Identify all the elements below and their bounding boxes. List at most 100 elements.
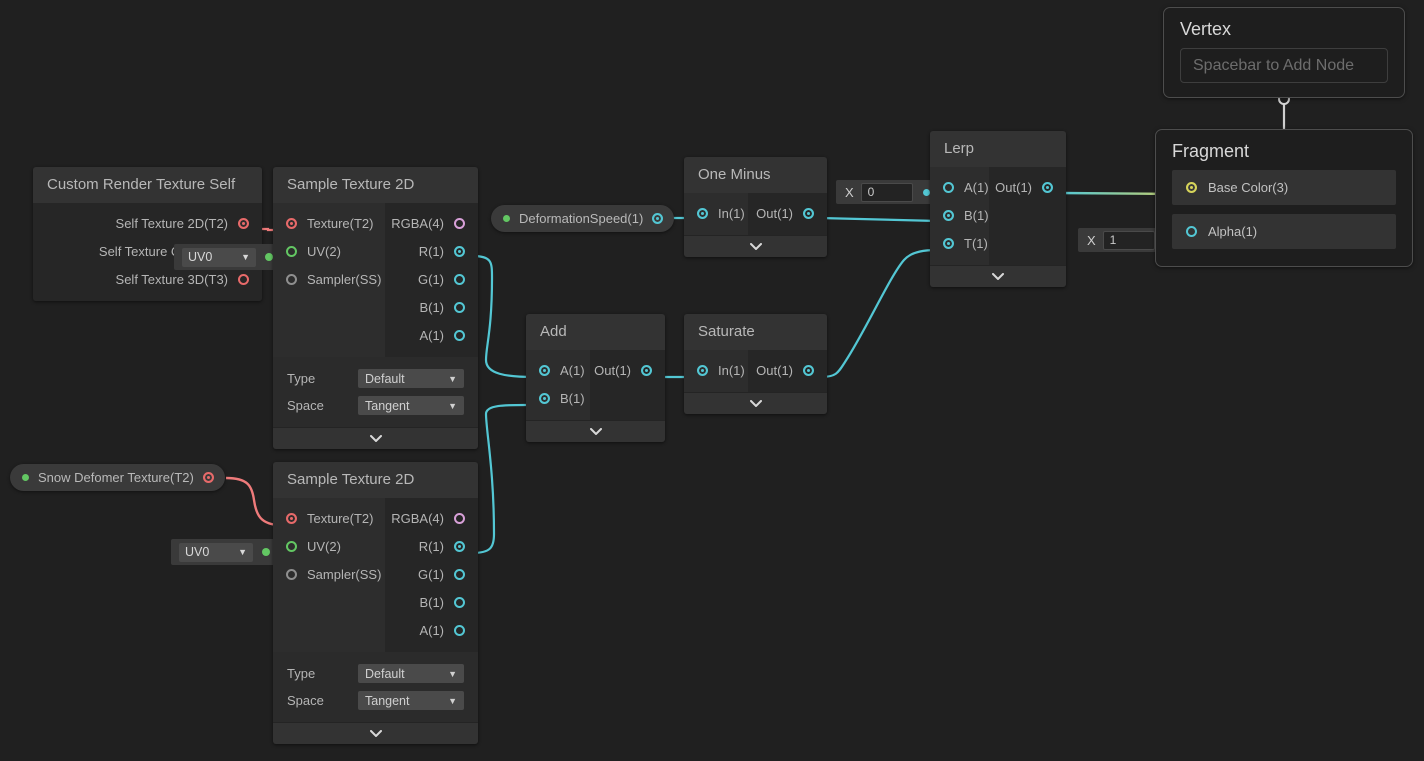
port-slot-a[interactable] — [539, 364, 550, 376]
node-one-minus[interactable]: One Minus In(1) Out(1) — [684, 157, 827, 257]
setting-row-space[interactable]: Space Tangent ▼ — [273, 687, 478, 714]
port-row-b[interactable]: B(1) — [385, 588, 478, 616]
port-slot-sampler[interactable] — [286, 568, 297, 580]
port-slot-sampler[interactable] — [286, 273, 297, 285]
vertex-add-node-hint[interactable]: Spacebar to Add Node — [1180, 48, 1388, 83]
port-slot-texture[interactable] — [286, 217, 297, 229]
port-slot-b[interactable] — [943, 209, 954, 221]
block-alpha[interactable]: Alpha(1) — [1172, 214, 1396, 249]
property-node-snow-deformer-texture[interactable]: Snow Defomer Texture(T2) — [10, 464, 225, 491]
port-slot-t[interactable] — [943, 237, 954, 249]
port-row-b[interactable]: B(1) — [385, 293, 478, 321]
port-row-in[interactable]: In(1) — [684, 199, 748, 227]
port-row-b[interactable]: B(1) — [930, 201, 989, 229]
port-slot-g[interactable] — [454, 568, 465, 580]
uv-channel-dropdown-bottom[interactable]: UV0 ▼ — [179, 542, 253, 562]
setting-dropdown-type[interactable]: Default ▼ — [358, 369, 464, 388]
port-slot-r[interactable] — [454, 245, 465, 257]
uv-output-dot-top[interactable] — [265, 253, 273, 261]
node-collapse-toggle[interactable] — [684, 392, 827, 414]
port-row-a[interactable]: A(1) — [385, 616, 478, 644]
port-slot-texture[interactable] — [286, 512, 297, 524]
node-collapse-toggle[interactable] — [526, 420, 665, 442]
port-row-texture[interactable]: Texture(T2) — [273, 504, 385, 532]
setting-dropdown-space[interactable]: Tangent ▼ — [358, 691, 464, 710]
port-slot-self-texture-2d[interactable] — [238, 217, 249, 229]
port-row-a[interactable]: A(1) — [526, 356, 590, 384]
port-row-uv[interactable]: UV(2) — [273, 532, 385, 560]
port-row-out[interactable]: Out(1) — [590, 356, 665, 384]
port-slot-in[interactable] — [697, 364, 708, 376]
port-slot-rgba[interactable] — [454, 217, 465, 229]
port-row-out[interactable]: Out(1) — [989, 173, 1066, 201]
port-slot-out[interactable] — [641, 364, 652, 376]
port-row-uv[interactable]: UV(2) — [273, 237, 385, 265]
setting-row-space[interactable]: Space Tangent ▼ — [273, 392, 478, 419]
setting-dropdown-space[interactable]: Tangent ▼ — [358, 396, 464, 415]
node-add[interactable]: Add A(1) B(1) Out(1) — [526, 314, 665, 442]
port-slot-out[interactable] — [803, 364, 814, 376]
uv-channel-dropdown-top[interactable]: UV0 ▼ — [182, 247, 256, 267]
port-row-b[interactable]: B(1) — [526, 384, 590, 412]
property-output-slot[interactable] — [202, 472, 214, 483]
port-slot-rgba[interactable] — [454, 512, 465, 524]
port-slot-uv[interactable] — [286, 245, 297, 257]
port-slot-out[interactable] — [1042, 181, 1053, 193]
port-slot-b[interactable] — [454, 301, 465, 313]
setting-dropdown-type[interactable]: Default ▼ — [358, 664, 464, 683]
property-node-deformation-speed[interactable]: DeformationSpeed(1) — [491, 205, 675, 232]
port-row-sampler[interactable]: Sampler(SS) — [273, 560, 385, 588]
block-base-color[interactable]: Base Color(3) — [1172, 170, 1396, 205]
port-slot-a[interactable] — [454, 329, 465, 341]
port-slot-a[interactable] — [454, 624, 465, 636]
uv-channel-dropdown-top-container[interactable]: UV0 ▼ — [174, 244, 281, 270]
port-row-out[interactable]: Out(1) — [748, 356, 827, 384]
port-row-g[interactable]: G(1) — [385, 265, 478, 293]
port-row-rgba[interactable]: RGBA(4) — [385, 504, 478, 532]
port-slot-out[interactable] — [803, 207, 814, 219]
node-sample-texture-2d-top[interactable]: Sample Texture 2D Texture(T2) UV(2) Samp… — [273, 167, 478, 449]
inline-output-dot[interactable] — [922, 188, 930, 196]
port-slot-uv[interactable] — [286, 540, 297, 552]
node-collapse-toggle[interactable] — [684, 235, 827, 257]
port-row-sampler[interactable]: Sampler(SS) — [273, 265, 385, 293]
port-slot-base-color[interactable] — [1186, 182, 1197, 193]
port-row-a[interactable]: A(1) — [385, 321, 478, 349]
port-row-r[interactable]: R(1) — [385, 532, 478, 560]
port-row-t[interactable]: T(1) — [930, 229, 989, 257]
node-collapse-toggle[interactable] — [273, 722, 478, 744]
port-row-rgba[interactable]: RGBA(4) — [385, 209, 478, 237]
port-slot-b[interactable] — [539, 392, 550, 404]
port-slot-self-texture-3d[interactable] — [238, 273, 249, 285]
port-slot-alpha[interactable] — [1186, 226, 1197, 237]
node-lerp[interactable]: Lerp A(1) B(1) T(1) Out(1) — [930, 131, 1066, 287]
port-slot-in[interactable] — [697, 207, 708, 219]
port-slot-r[interactable] — [454, 540, 465, 552]
stack-fragment[interactable]: Fragment Base Color(3) Alpha(1) — [1155, 129, 1413, 267]
port-row-a[interactable]: A(1) — [930, 173, 989, 201]
inline-value-lerp-a[interactable]: X 0 — [836, 180, 938, 204]
port-row-texture[interactable]: Texture(T2) — [273, 209, 385, 237]
port-row-g[interactable]: G(1) — [385, 560, 478, 588]
uv-channel-dropdown-bottom-container[interactable]: UV0 ▼ — [171, 539, 278, 565]
node-custom-render-texture-self[interactable]: Custom Render Texture Self Self Texture … — [33, 167, 262, 301]
node-sample-texture-2d-bottom[interactable]: Sample Texture 2D Texture(T2) UV(2) Samp… — [273, 462, 478, 744]
port-row-out[interactable]: Out(1) — [748, 199, 827, 227]
property-output-slot[interactable] — [652, 213, 664, 224]
port-row-r[interactable]: R(1) — [385, 237, 478, 265]
port-row-self-texture-2d[interactable]: Self Texture 2D(T2) — [33, 209, 262, 237]
port-row-self-texture-3d[interactable]: Self Texture 3D(T3) — [33, 265, 262, 293]
value-input-lerp-a[interactable]: 0 — [860, 182, 913, 202]
port-slot-g[interactable] — [454, 273, 465, 285]
node-collapse-toggle[interactable] — [930, 265, 1066, 287]
uv-output-dot-bottom[interactable] — [262, 548, 270, 556]
port-row-in[interactable]: In(1) — [684, 356, 748, 384]
node-saturate[interactable]: Saturate In(1) Out(1) — [684, 314, 827, 414]
setting-row-type[interactable]: Type Default ▼ — [273, 660, 478, 687]
stack-vertex[interactable]: Vertex Spacebar to Add Node — [1163, 7, 1405, 98]
port-slot-b[interactable] — [454, 596, 465, 608]
port-slot-a[interactable] — [943, 181, 954, 193]
setting-row-type[interactable]: Type Default ▼ — [273, 365, 478, 392]
value-input-alpha[interactable]: 1 — [1102, 230, 1155, 250]
